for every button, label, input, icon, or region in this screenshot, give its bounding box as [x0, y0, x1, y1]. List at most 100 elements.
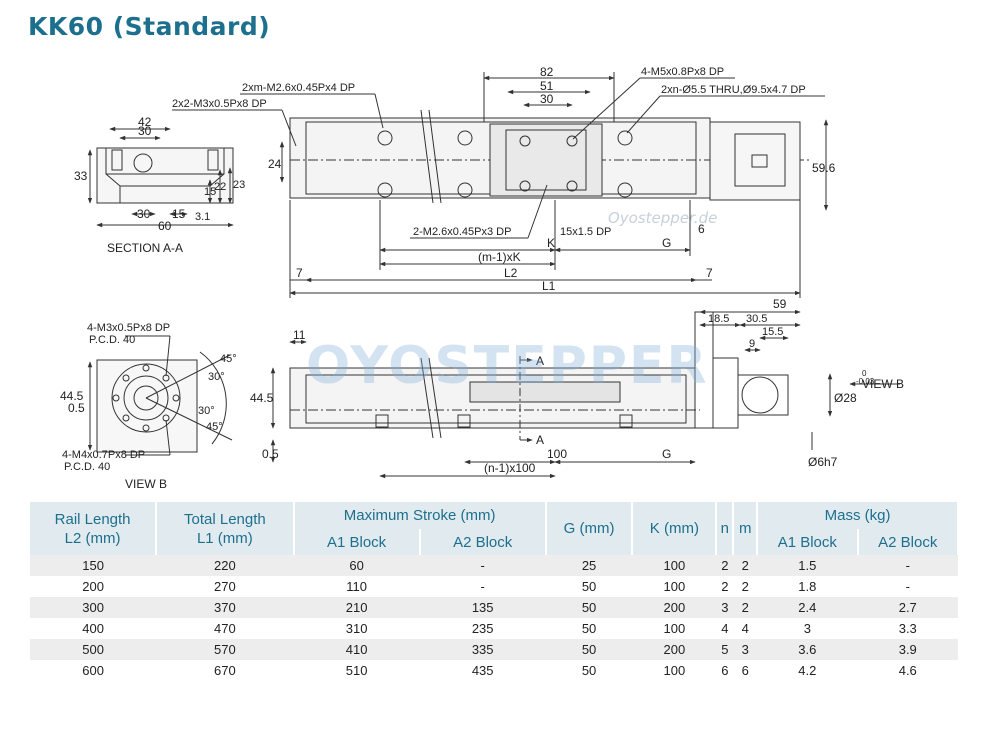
- table-cell: 210: [293, 597, 420, 618]
- table-cell: 5: [716, 639, 734, 660]
- callout-label: 15x1.5 DP: [560, 226, 611, 238]
- side-view-dim: 15.5: [762, 326, 783, 338]
- table-cell: 310: [293, 618, 420, 639]
- section-a-a-dim: 22: [214, 181, 226, 193]
- section-a-a-dim: 23: [233, 179, 245, 191]
- callout-label: P.C.D. 40: [64, 461, 110, 473]
- side-view-dim: 0.5: [262, 447, 279, 461]
- page-title: KK60 (Standard): [28, 12, 271, 41]
- table-cell: 50: [545, 576, 633, 597]
- header-max-stroke: Maximum Stroke (mm): [293, 502, 547, 529]
- table-cell: 25: [545, 555, 633, 576]
- view-b-caption: VIEW B: [125, 477, 167, 491]
- top-view-dim: K: [547, 236, 555, 250]
- header-n: n: [716, 502, 735, 555]
- view-b-angle: 45°: [220, 353, 237, 365]
- table-cell: 50: [545, 660, 633, 681]
- header-k: K (mm): [632, 502, 718, 555]
- header-total-length: Total Length L1 (mm): [156, 502, 295, 555]
- callout-label: 4-M3x0.5Px8 DP: [87, 322, 170, 334]
- table-cell: 500: [30, 639, 157, 660]
- header-rail-length-label: Rail Length: [54, 510, 131, 528]
- header-m: m: [733, 502, 759, 555]
- side-view-dim: 18.5: [708, 313, 729, 325]
- technical-drawing: 42 30 33 15 22 23 30 15 3.1 60 SECTION A…: [60, 65, 904, 491]
- table-row: 200 270 110 - 50 100 2 2 1.8 -: [30, 576, 958, 597]
- table-cell: 3.9: [857, 639, 958, 660]
- side-view-dim: 100: [547, 447, 567, 461]
- header-stroke-a2: A2 Block: [419, 529, 547, 555]
- table-cell: 3: [757, 618, 858, 639]
- section-a-a-dim: 42: [138, 115, 152, 129]
- table-cell: 200: [632, 639, 717, 660]
- table-cell: 270: [156, 576, 294, 597]
- table-cell: 4.2: [757, 660, 858, 681]
- top-view-dim: 6: [698, 222, 705, 236]
- top-view-dim: 82: [540, 65, 554, 79]
- section-marker: A: [536, 354, 544, 368]
- table-cell: 2: [733, 576, 758, 597]
- header-total-length-unit: L1 (mm): [196, 529, 253, 547]
- top-view-dim: 51: [540, 79, 554, 93]
- top-view-dim: L1: [542, 279, 556, 293]
- specification-table: Rail Length L2 (mm) Total Length L1 (mm)…: [30, 502, 960, 681]
- top-view-dim: 24: [268, 157, 282, 171]
- top-view-dim: 7: [706, 266, 713, 280]
- callout-label: 2xm-M2.6x0.45Px4 DP: [242, 82, 355, 94]
- section-a-a-dim: 33: [74, 169, 88, 183]
- table-cell: 570: [156, 639, 294, 660]
- table-cell: -: [857, 555, 958, 576]
- table-cell: 470: [156, 618, 294, 639]
- side-view-dim: Ø6h7: [808, 455, 838, 469]
- callout-label: 2x2-M3x0.5Px8 DP: [172, 98, 267, 110]
- table-cell: 50: [545, 597, 633, 618]
- side-view-dim: 9: [749, 338, 755, 350]
- table-cell: 2: [716, 555, 734, 576]
- side-view-dim: 44.5: [250, 391, 274, 405]
- section-a-a-dim: 15: [172, 207, 186, 221]
- table-cell: 410: [293, 639, 420, 660]
- section-a-a-dim: 3.1: [195, 211, 210, 223]
- view-b-dim: 0.5: [68, 401, 85, 415]
- table-cell: 2.7: [857, 597, 958, 618]
- watermark-text: Oyostepper.de: [608, 209, 718, 227]
- top-view-dim: L2: [504, 266, 518, 280]
- header-mass-a2: A2 Block: [857, 529, 960, 555]
- table-cell: 1.8: [757, 576, 858, 597]
- header-total-length-label: Total Length: [184, 510, 266, 528]
- table-cell: 4.6: [857, 660, 958, 681]
- table-cell: 510: [293, 660, 420, 681]
- header-mass: Mass (kg): [757, 502, 959, 529]
- header-rail-length: Rail Length L2 (mm): [30, 502, 158, 555]
- table-cell: 110: [293, 576, 420, 597]
- table-row: 500 570 410 335 50 200 5 3 3.6 3.9: [30, 639, 958, 660]
- table-cell: 3: [716, 597, 734, 618]
- table-cell: 4: [733, 618, 758, 639]
- callout-label: 4-M4x0.7Px8 DP: [62, 449, 145, 461]
- top-view-dim: (m-1)xK: [478, 250, 521, 264]
- top-view-drawing: [172, 72, 829, 298]
- header-rail-length-unit: L2 (mm): [64, 529, 121, 547]
- table-cell: 6: [716, 660, 734, 681]
- table-cell: -: [857, 576, 958, 597]
- side-view-drawing: [270, 309, 900, 479]
- table-cell: 2: [733, 597, 758, 618]
- side-view-dim: 0: [862, 369, 867, 378]
- section-a-a-caption: SECTION A-A: [107, 241, 183, 255]
- table-cell: 435: [419, 660, 546, 681]
- section-a-a-dim: 30: [138, 124, 152, 138]
- side-view-dim: 30.5: [746, 313, 767, 325]
- table-cell: 300: [30, 597, 157, 618]
- view-b-angle: 30°: [198, 405, 215, 417]
- table-cell: 150: [30, 555, 157, 576]
- table-cell: 100: [632, 660, 717, 681]
- table-cell: -: [419, 576, 546, 597]
- table-cell: 200: [30, 576, 157, 597]
- side-view-dim: G: [662, 447, 671, 461]
- top-view-dim: G: [662, 236, 671, 250]
- table-cell: 670: [156, 660, 294, 681]
- watermark-logo: OYOSTEPPER: [306, 336, 709, 396]
- top-view-dim: 30: [540, 92, 554, 106]
- table-cell: 2: [716, 576, 734, 597]
- table-cell: 335: [419, 639, 546, 660]
